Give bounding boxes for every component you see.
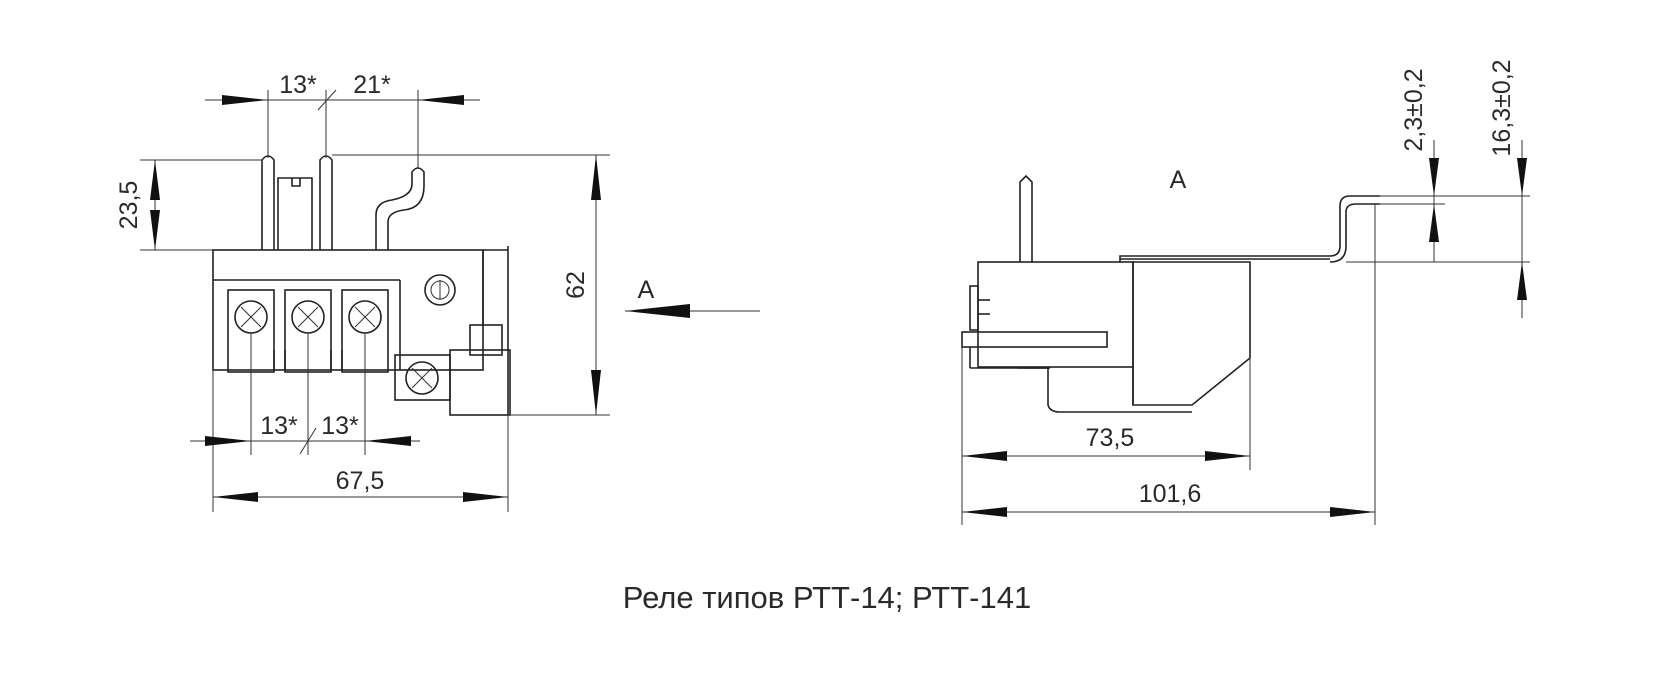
dim-height-top-label: 23,5 <box>115 181 143 230</box>
extension-lines <box>140 90 610 512</box>
dim-tab-thickness: 2,3±0,2 <box>1400 68 1439 262</box>
dim-tab-thickness-label: 2,3±0,2 <box>1400 68 1428 151</box>
adjust-knob-icon <box>424 274 456 306</box>
view-arrow-label: A <box>638 276 655 304</box>
dim-tab-height: 16,3±0,2 <box>1488 59 1527 318</box>
screw-icon <box>348 300 382 334</box>
side-view: A 7 <box>961 59 1530 525</box>
dim-bottom-pitch-1: 13* <box>260 412 298 440</box>
side-view-label: A <box>1170 166 1187 194</box>
dim-depth-total: 101,6 <box>962 480 1375 517</box>
view-arrow: A <box>625 276 760 318</box>
screw-icon <box>291 300 325 334</box>
screw-icon <box>405 361 439 395</box>
dim-width: 67,5 <box>213 467 508 502</box>
screw-icon <box>234 300 268 334</box>
dim-depth-body-label: 73,5 <box>1086 424 1135 452</box>
dim-bottom-pitch: 13* 13* <box>190 412 420 455</box>
dim-top-right-pitch: 21* <box>353 71 391 99</box>
dim-depth-body: 73,5 <box>962 424 1250 461</box>
front-view: 13* 21* 23,5 62 A 13* <box>115 71 760 512</box>
figure-caption: Реле типов РТТ-14; РТТ-141 <box>623 580 1031 615</box>
dim-width-label: 67,5 <box>336 467 385 495</box>
dim-height-total-label: 62 <box>562 271 590 299</box>
dim-height-top: 23,5 <box>115 160 160 250</box>
dim-depth-total-label: 101,6 <box>1139 480 1202 508</box>
dim-top-left-pitch: 13* <box>279 71 317 99</box>
dim-tab-height-label: 16,3±0,2 <box>1488 59 1516 156</box>
contact-pins <box>261 155 425 250</box>
dim-bottom-pitch-2: 13* <box>321 412 359 440</box>
dim-height-total: 62 <box>562 155 601 415</box>
side-extension-lines <box>961 195 1530 525</box>
dim-top-pitch: 13* 21* <box>205 71 480 111</box>
